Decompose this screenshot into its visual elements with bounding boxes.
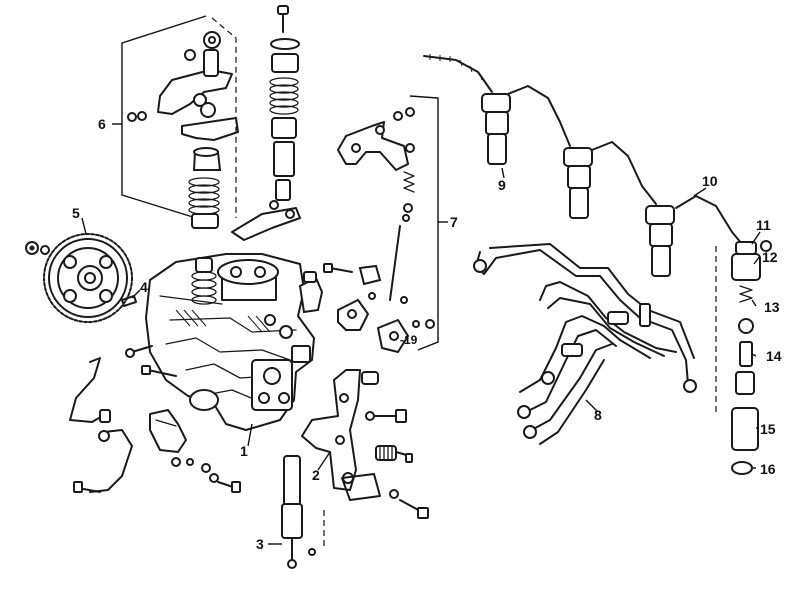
callout-19: -19 <box>400 333 418 347</box>
callout-3: 3 <box>256 536 264 552</box>
callout-2: 2 <box>312 467 320 483</box>
injectors-and-return-hoses <box>423 54 743 277</box>
callout-1: 1 <box>240 443 248 459</box>
damper-strut <box>268 455 316 569</box>
callout-16: 16 <box>760 461 776 477</box>
accelerator-lever-parts <box>69 357 241 493</box>
callout-10: 10 <box>702 173 718 189</box>
injection-pump-body <box>125 253 315 447</box>
timing-gear <box>25 217 133 323</box>
callout-13: 13 <box>764 299 780 315</box>
plunger-spring <box>269 77 299 115</box>
callout-14: 14 <box>766 348 782 364</box>
mounting-bracket <box>301 369 429 550</box>
callout-12: 12 <box>762 249 778 265</box>
callout-11: 11 <box>756 217 771 233</box>
callout-15: 15 <box>760 421 776 437</box>
injection-pipes <box>473 243 697 445</box>
throttle-linkage-assembly <box>337 95 448 353</box>
callout-7: 7 <box>450 214 458 230</box>
stop-solenoid <box>298 263 382 314</box>
callout-4: 4 <box>140 279 148 295</box>
exploded-injector <box>715 231 772 475</box>
callout-labels: 1 2 3 4 5 6 7 8 9 10 11 12 13 14 15 16 -… <box>72 116 782 552</box>
woodruff-key <box>121 289 141 307</box>
governor-linkage-assembly <box>112 5 301 241</box>
callout-8: 8 <box>594 407 602 423</box>
callout-6: 6 <box>98 116 106 132</box>
callout-5: 5 <box>72 205 80 221</box>
governor-spring <box>188 177 220 215</box>
callout-9: 9 <box>498 177 506 193</box>
